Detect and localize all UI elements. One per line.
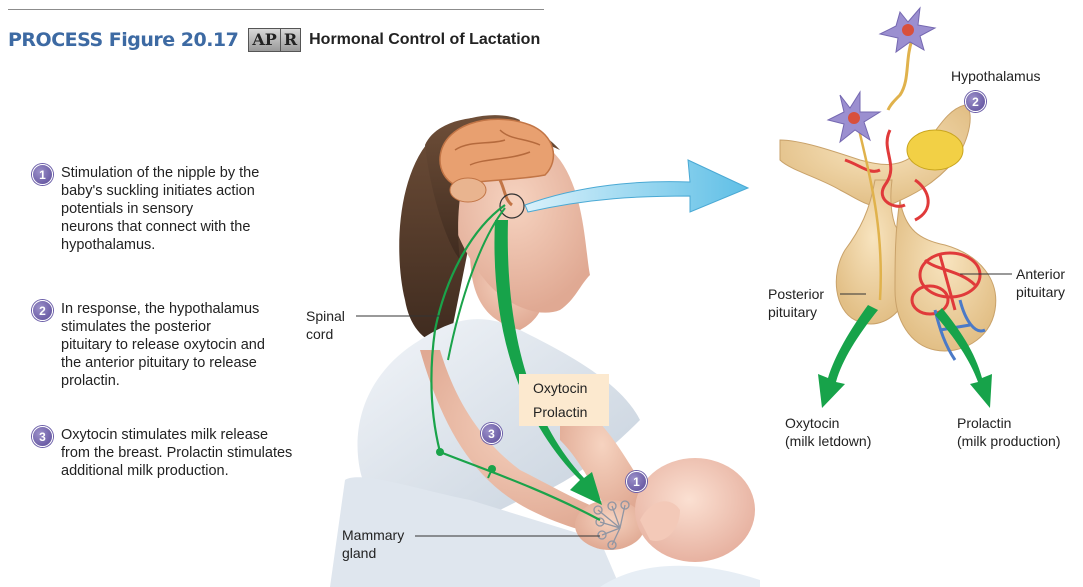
hormone-box: Oxytocin Prolactin <box>519 374 609 426</box>
leader-lines <box>356 273 1012 537</box>
mammary-gland-ducts <box>593 500 630 550</box>
step-badge: 2 <box>32 300 53 321</box>
anterior-pituitary-label: Anterior pituitary <box>1016 266 1066 300</box>
step-text: Oxytocin stimulates milk release from th… <box>61 427 293 479</box>
baby-figure <box>600 458 760 587</box>
figure-subtitle: Hormonal Control of Lactation <box>309 31 541 48</box>
figure-header: PROCESS Figure 20.17 AP R Hormonal Contr… <box>8 28 540 52</box>
step-badge-hypothalamus: 2 <box>965 91 986 112</box>
zoom-arrow <box>524 159 750 213</box>
step-badge-arrow: 3 <box>481 423 502 444</box>
spinal-cord-label: Spinal cord <box>306 308 345 342</box>
hormone-prolactin: Prolactin <box>533 404 588 420</box>
mammary-gland-label: Mammary gland <box>342 527 405 561</box>
hypothalamic-neuron <box>878 6 937 54</box>
oxytocin-output-arrow <box>818 305 878 408</box>
step-text: In response, the hypothalamus stimulates… <box>61 301 265 389</box>
prolactin-output-arrow <box>935 308 992 408</box>
apr-letters-r: R <box>279 29 300 51</box>
step-text: Stimulation of the nipple by the baby's … <box>61 165 260 253</box>
posterior-pituitary-label: Posterior pituitary <box>768 286 825 320</box>
hormone-oxytocin: Oxytocin <box>533 380 588 396</box>
step-badge-baby: 1 <box>626 471 647 492</box>
header-rule <box>8 9 544 10</box>
prolactin-output-label: Prolactin (milk production) <box>957 415 1061 449</box>
oxytocin-output-label: Oxytocin (milk letdown) <box>785 415 872 449</box>
hormone-release-arrow <box>494 220 602 505</box>
figure-label: PROCESS Figure 20.17 <box>8 29 239 51</box>
step-2: 2 In response, the hypothalamus stimulat… <box>32 300 265 390</box>
step-3: 3 Oxytocin stimulates milk release from … <box>32 426 292 480</box>
mother-figure <box>330 115 645 587</box>
step-badge: 3 <box>32 426 53 447</box>
step-badge: 1 <box>32 164 53 185</box>
hypothalamic-neuron <box>826 90 882 144</box>
pituitary-inset <box>779 6 997 361</box>
step-1: 1 Stimulation of the nipple by the baby'… <box>32 164 259 254</box>
apr-logo: AP R <box>248 28 302 52</box>
hypothalamus-label: Hypothalamus <box>951 68 1041 84</box>
apr-letters-ap: AP <box>252 30 277 49</box>
